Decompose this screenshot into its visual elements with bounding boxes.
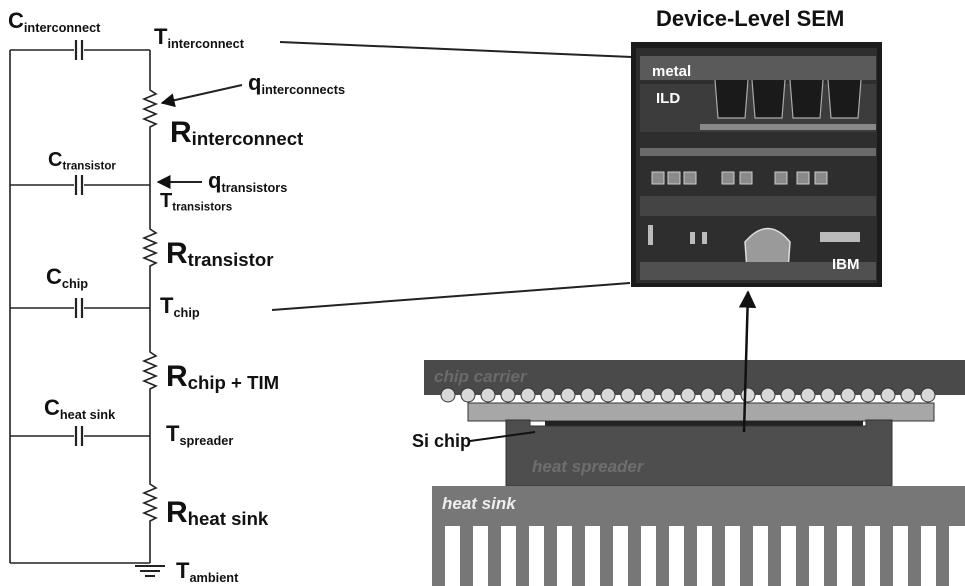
- t-interconnect-label: Tinterconnect: [154, 24, 244, 51]
- c-interconnect-label: Cinterconnect: [8, 8, 101, 35]
- heat-sink-base: [432, 486, 965, 526]
- resistor-interconnect: [141, 86, 159, 130]
- t-chip-label: Tchip: [160, 293, 200, 320]
- si-chip-label: Si chip: [412, 431, 472, 451]
- r-heat-sink-label: Rheat sink: [166, 496, 269, 529]
- heat-arrow-interconnects: [160, 84, 243, 108]
- sem-label-ild: ILD: [656, 90, 681, 107]
- capacitor-heat-sink: [10, 426, 150, 446]
- heat-spreader-label: heat spreader: [532, 457, 644, 476]
- chip-carrier-label: chip carrier: [434, 367, 527, 386]
- sem-image: [631, 42, 882, 287]
- chip-carrier-layer: [424, 360, 965, 395]
- r-transistor-label: Rtransistor: [166, 237, 274, 270]
- capacitor-chip: [10, 298, 150, 318]
- capacitor-interconnect: [10, 40, 150, 60]
- c-transistor-label: Ctransistor: [48, 149, 116, 173]
- t-ambient-label: Tambient: [176, 558, 239, 585]
- si-chip-pointer: [469, 431, 536, 442]
- t-spreader-label: Tspreader: [166, 421, 234, 448]
- resistor-chip-tim: [141, 348, 159, 393]
- ground-icon: [135, 565, 165, 577]
- sem-label-ibm: IBM: [832, 256, 860, 273]
- capacitor-transistor: [10, 175, 150, 195]
- sem-title: Device-Level SEM: [656, 6, 845, 31]
- resistor-transistor: [141, 225, 159, 270]
- connector-line-chip: [271, 282, 631, 311]
- c-heat-sink-label: Cheat sink: [44, 395, 116, 422]
- substrate-layer: [467, 402, 935, 422]
- resistor-heat-sink: [141, 480, 159, 525]
- package-cross-section: [424, 290, 965, 586]
- heat-sink-fins: [432, 526, 949, 586]
- t-transistors-label: Ttransistors: [160, 190, 233, 214]
- sem-zoom-arrow: [738, 290, 757, 433]
- q-interconnects-label: qinterconnects: [248, 70, 346, 97]
- heat-sink-label: heat sink: [442, 494, 516, 513]
- sem-label-metal: metal: [652, 63, 692, 80]
- r-interconnect-label: Rinterconnect: [170, 116, 304, 149]
- c-chip-label: Cchip: [46, 264, 89, 291]
- q-transistors-label: qtransistors: [208, 168, 288, 195]
- r-chip-tim-label: Rchip + TIM: [166, 360, 280, 393]
- rc-thermal-circuit: [9, 40, 633, 577]
- connector-line-interconnect: [279, 41, 633, 58]
